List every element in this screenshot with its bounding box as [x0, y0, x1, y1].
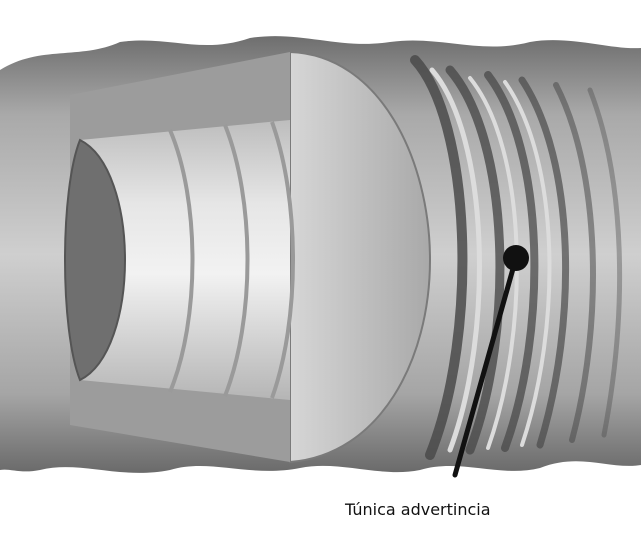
label-leader-dot: [503, 245, 529, 271]
adventitia-label: Túnica advertincia: [345, 500, 491, 519]
